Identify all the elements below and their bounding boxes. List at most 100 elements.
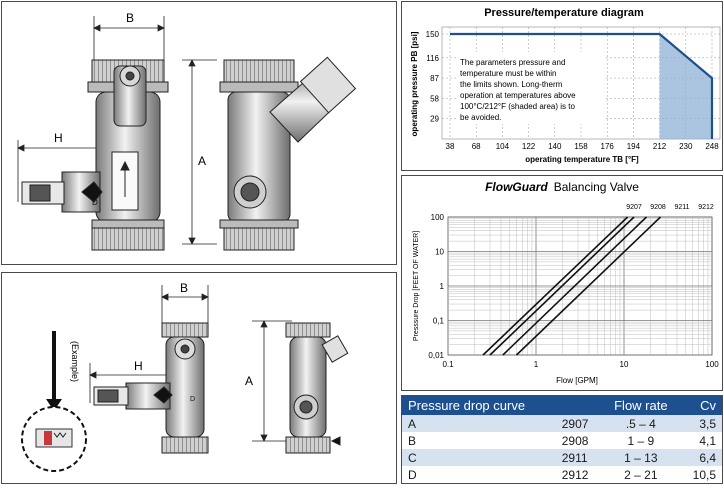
flow-chart-panel: FlowGuard Balancing Valve Presssure Drop …	[401, 175, 723, 391]
pt-y-ticks: 150 116 87 58 29	[426, 30, 440, 124]
flow-series-line	[489, 216, 635, 356]
pt-x-tick-label: 248	[705, 142, 719, 151]
row-cv: 10,5	[679, 466, 722, 483]
flow-series-labels: 9207 9208 9211 9212	[626, 204, 714, 211]
table-row: B 2908 1 – 9 4,1	[402, 432, 722, 449]
pt-x-tick-label: 230	[679, 142, 693, 151]
example-label: (Example)	[70, 341, 80, 382]
flow-series-label: 9207	[626, 204, 642, 211]
pt-diagram-title: Pressure/temperature diagram	[484, 7, 644, 19]
pt-note-line: The parameters pressure and	[460, 58, 565, 67]
flow-chart-xlabel: Flow [GPM]	[556, 376, 598, 385]
pt-note-line: be avoided.	[460, 113, 501, 122]
flow-x-tick-label: 1	[534, 360, 539, 369]
pt-y-tick-label: 116	[426, 54, 439, 63]
header-curve: Pressure drop curve	[402, 396, 556, 415]
pt-x-tick-label: 194	[627, 142, 641, 151]
pt-note-line: operation at temperatures above	[460, 91, 576, 100]
label-h-bottom: H	[134, 359, 143, 373]
flow-x-tick-label: 100	[705, 360, 719, 369]
valve-side-view	[219, 56, 357, 251]
row-letter: C	[402, 449, 556, 466]
pt-x-tick-label: 140	[548, 142, 562, 151]
row-cv: 6,4	[679, 449, 722, 466]
label-a: A	[198, 154, 206, 168]
row-letter: A	[402, 415, 556, 432]
valve-front-view	[21, 59, 169, 251]
label-a-bottom: A	[245, 374, 253, 388]
flow-chart-svg: FlowGuard Balancing Valve Presssure Drop …	[413, 180, 719, 385]
label-b: B	[126, 11, 134, 25]
row-flow: 1 – 13	[601, 449, 680, 466]
magnifier-detail	[21, 406, 87, 472]
pt-diagram-svg: Pressure/temperature diagram operating p…	[410, 7, 721, 164]
valve-front-view-bottom	[93, 322, 209, 454]
pt-diagram-panel: Pressure/temperature diagram operating p…	[401, 1, 723, 171]
flow-y-tick-label: 0,01	[428, 351, 444, 360]
row-code: 2912	[555, 466, 602, 483]
flow-series-label: 9208	[650, 204, 666, 211]
row-code: 2908	[555, 432, 602, 449]
flow-chart-ylabel: Presssure Drop [FEET OF WATER]	[413, 231, 420, 341]
label-b-bottom: B	[180, 281, 188, 295]
label-d: D	[92, 198, 98, 207]
valve-drawing-bottom: B A H D (Example)	[1, 272, 397, 484]
flow-series-lines	[482, 216, 662, 356]
header-cv: Cv	[679, 396, 722, 415]
flow-series-label: 9212	[698, 204, 714, 211]
table-header-row: Pressure drop curve Flow rate Cv	[402, 396, 722, 415]
header-flow-rate: Flow rate	[601, 396, 680, 415]
flow-y-tick-label: 100	[431, 213, 445, 222]
flow-series-line	[502, 216, 648, 356]
flow-x-tick-label: 0.1	[442, 360, 454, 369]
flow-chart-title-rest: Balancing Valve	[554, 180, 639, 194]
valve-drawing-top: B A H D	[1, 1, 397, 265]
flow-y-ticks: 100 10 1 0,1 0,01	[428, 213, 444, 360]
row-flow: 1 – 9	[601, 432, 680, 449]
dimension-a-bottom	[252, 320, 292, 442]
pt-x-tick-label: 176	[601, 142, 615, 151]
example-arrow	[46, 331, 62, 411]
row-letter: D	[402, 466, 556, 483]
flow-chart-brand: FlowGuard	[485, 180, 548, 194]
table-row: D 2912 2 – 21 10,5	[402, 466, 722, 483]
pressure-drop-table-panel: Pressure drop curve Flow rate Cv A 2907 …	[401, 395, 723, 484]
flow-y-tick-label: 10	[435, 248, 444, 257]
dimension-a	[182, 59, 217, 245]
flow-chart-title: FlowGuard Balancing Valve	[485, 180, 639, 194]
pt-x-tick-label: 38	[446, 142, 455, 151]
pt-y-tick-label: 87	[430, 74, 439, 83]
flow-y-tick-label: 1	[440, 282, 445, 291]
row-letter: B	[402, 432, 556, 449]
row-cv: 3,5	[679, 415, 722, 432]
row-code: 2911	[555, 449, 602, 466]
flow-series-line	[515, 216, 662, 356]
pt-x-tick-label: 122	[522, 142, 536, 151]
row-code: 2907	[555, 415, 602, 432]
row-cv: 4,1	[679, 432, 722, 449]
pt-note-line: the limits shown. Long-therm	[460, 80, 563, 89]
dimension-b	[93, 16, 165, 60]
flow-x-tick-label: 10	[620, 360, 629, 369]
pt-y-tick-label: 150	[426, 30, 440, 39]
valve-drawing-top-svg: B A H D	[17, 11, 357, 251]
pt-diagram-ylabel: operating pressure PB [psi]	[410, 31, 419, 136]
pt-limit-line	[450, 32, 714, 139]
flow-y-tick-label: 0,1	[433, 317, 445, 326]
flow-series-label: 9211	[674, 204, 689, 211]
pt-y-tick-label: 29	[430, 115, 439, 124]
valve-side-view-bottom	[285, 322, 349, 454]
flow-series-line	[482, 216, 629, 356]
pt-y-tick-label: 58	[430, 94, 439, 103]
pt-x-tick-label: 158	[574, 142, 588, 151]
pt-shaded-region	[659, 34, 712, 139]
pt-x-tick-label: 68	[472, 142, 481, 151]
label-h: H	[54, 131, 63, 145]
row-flow: 2 – 21	[601, 466, 680, 483]
pt-diagram-xlabel: operating temperature TB [°F]	[525, 155, 639, 164]
row-flow: .5 – 4	[601, 415, 680, 432]
pt-note-background	[456, 52, 606, 124]
dimension-b-bottom	[161, 285, 209, 323]
